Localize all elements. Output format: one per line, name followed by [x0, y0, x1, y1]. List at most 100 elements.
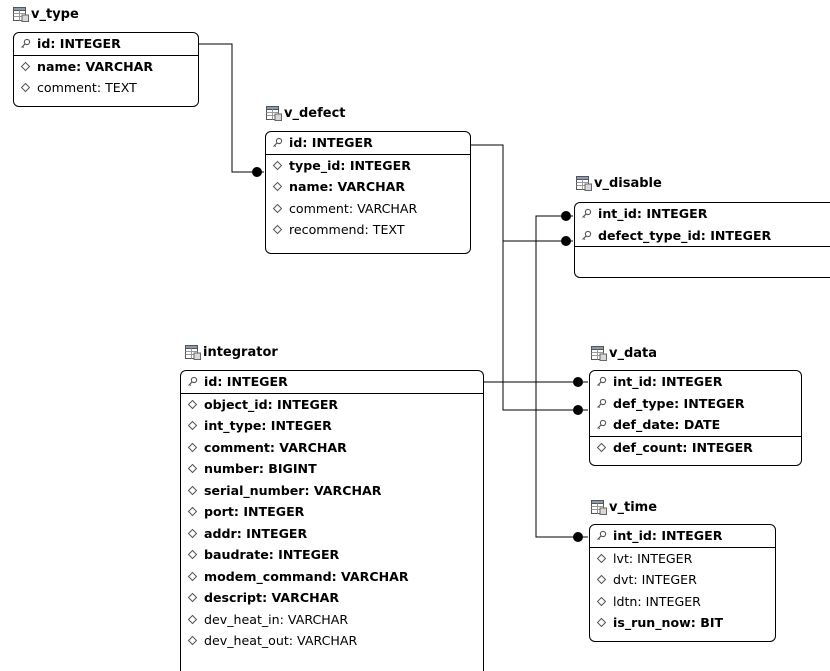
column-descript[interactable]: descript: VARCHAR — [181, 587, 483, 609]
relation-end-dot — [561, 236, 571, 246]
column-label: modem_command: VARCHAR — [204, 568, 409, 584]
column-dev_heat_in[interactable]: dev_heat_in: VARCHAR — [181, 609, 483, 631]
column-name[interactable]: name: VARCHAR — [14, 56, 198, 78]
column-label: def_count: INTEGER — [613, 439, 753, 455]
table-header[interactable]: v_defect — [266, 106, 346, 121]
column-label: comment: VARCHAR — [289, 200, 418, 216]
diamond-icon — [20, 61, 31, 71]
column-label: int_id: INTEGER — [613, 528, 723, 543]
column-name[interactable]: name: VARCHAR — [266, 176, 470, 198]
column-label: serial_number: VARCHAR — [204, 482, 382, 498]
key-icon — [582, 209, 592, 219]
column-label: object_id: INTEGER — [204, 396, 339, 412]
diamond-icon — [596, 442, 607, 452]
column-label: def_type: INTEGER — [613, 395, 745, 411]
column-label: id: INTEGER — [204, 374, 288, 389]
column-port[interactable]: port: INTEGER — [181, 501, 483, 523]
column-id[interactable]: id: INTEGER — [14, 33, 198, 56]
diamond-icon — [187, 550, 198, 560]
diamond-icon — [272, 203, 283, 213]
diamond-icon — [272, 225, 283, 235]
column-addr[interactable]: addr: INTEGER — [181, 523, 483, 545]
table-icon — [185, 345, 201, 360]
table-name: v_data — [609, 346, 658, 361]
key-icon — [188, 377, 198, 387]
diamond-icon — [187, 507, 198, 517]
diamond-icon — [187, 571, 198, 581]
table-body: id: INTEGER name: VARCHAR comment: TEXT — [13, 32, 199, 107]
key-icon — [597, 398, 607, 408]
table-header[interactable]: v_type — [13, 7, 79, 22]
column-id[interactable]: id: INTEGER — [266, 132, 470, 155]
column-comment[interactable]: comment: VARCHAR — [181, 437, 483, 459]
diamond-icon — [272, 182, 283, 192]
table-name: integrator — [203, 345, 278, 360]
column-int_id[interactable]: int_id: INTEGER — [590, 371, 801, 393]
column-label: int_id: INTEGER — [613, 374, 723, 389]
column-is_run_now[interactable]: is_run_now: BIT — [590, 612, 775, 634]
column-dvt[interactable]: dvt: INTEGER — [590, 569, 775, 591]
column-comment[interactable]: comment: VARCHAR — [266, 198, 470, 220]
column-int_type[interactable]: int_type: INTEGER — [181, 415, 483, 437]
column-label: dvt: INTEGER — [613, 572, 697, 587]
column-label: def_date: DATE — [613, 417, 721, 432]
table-body: int_id: INTEGER defect_type_id: INTEGER — [574, 202, 830, 278]
table-header[interactable]: v_disable — [576, 176, 662, 191]
column-baudrate[interactable]: baudrate: INTEGER — [181, 544, 483, 566]
column-dev_heat_out[interactable]: dev_heat_out: VARCHAR — [181, 630, 483, 652]
column-recommend[interactable]: recommend: TEXT — [266, 219, 470, 241]
relation-end-dot — [573, 405, 583, 415]
column-label: is_run_now: BIT — [613, 615, 724, 630]
relation-vdefect-vdisable — [470, 144, 573, 242]
column-def_count[interactable]: def_count: INTEGER — [590, 437, 801, 459]
relation-end-dot — [252, 167, 262, 177]
diamond-icon — [596, 553, 607, 563]
diamond-icon — [20, 83, 31, 93]
column-modem_command[interactable]: modem_command: VARCHAR — [181, 566, 483, 588]
column-id[interactable]: id: INTEGER — [181, 371, 483, 394]
column-label: ldtn: INTEGER — [613, 593, 701, 609]
diamond-icon — [187, 593, 198, 603]
column-label: descript: VARCHAR — [204, 590, 340, 605]
column-label: int_type: INTEGER — [204, 418, 332, 433]
key-icon — [273, 138, 283, 148]
column-number[interactable]: number: BIGINT — [181, 458, 483, 480]
table-name: v_type — [31, 7, 79, 22]
diamond-icon — [187, 636, 198, 646]
column-defect_type_id[interactable]: defect_type_id: INTEGER — [575, 225, 830, 247]
table-body: id: INTEGER object_id: INTEGER int_type:… — [180, 370, 484, 671]
column-serial_number[interactable]: serial_number: VARCHAR — [181, 480, 483, 502]
relation-integrator-vdisable — [535, 215, 573, 382]
column-object_id[interactable]: object_id: INTEGER — [181, 394, 483, 416]
column-def_type[interactable]: def_type: INTEGER — [590, 393, 801, 415]
diamond-icon — [187, 528, 198, 538]
table-icon — [591, 500, 607, 515]
column-label: comment: VARCHAR — [204, 439, 347, 455]
table-header[interactable]: v_data — [591, 346, 657, 361]
column-label: recommend: TEXT — [289, 222, 405, 237]
table-name: v_disable — [594, 176, 662, 191]
column-label: int_id: INTEGER — [598, 206, 708, 221]
diamond-icon — [596, 596, 607, 606]
column-label: id: INTEGER — [289, 135, 373, 150]
table-body: int_id: INTEGER lvt: INTEGER dvt: INTEGE… — [589, 524, 776, 642]
column-type_id[interactable]: type_id: INTEGER — [266, 155, 470, 177]
key-icon — [597, 420, 607, 430]
table-header[interactable]: v_time — [591, 500, 657, 515]
diamond-icon — [596, 575, 607, 585]
column-comment[interactable]: comment: TEXT — [14, 77, 198, 99]
column-label: id: INTEGER — [37, 36, 121, 51]
column-int_id[interactable]: int_id: INTEGER — [590, 525, 775, 548]
key-icon — [21, 39, 31, 49]
column-ldtn[interactable]: ldtn: INTEGER — [590, 591, 775, 613]
table-name: v_defect — [284, 106, 346, 121]
column-def_date[interactable]: def_date: DATE — [590, 414, 801, 437]
column-int_id[interactable]: int_id: INTEGER — [575, 203, 830, 225]
diamond-icon — [187, 464, 198, 474]
column-label: name: VARCHAR — [289, 179, 406, 194]
table-header[interactable]: integrator — [185, 345, 278, 360]
column-label: name: VARCHAR — [37, 58, 154, 74]
table-body: id: INTEGER type_id: INTEGER name: VARCH… — [265, 131, 471, 254]
column-lvt[interactable]: lvt: INTEGER — [590, 548, 775, 570]
